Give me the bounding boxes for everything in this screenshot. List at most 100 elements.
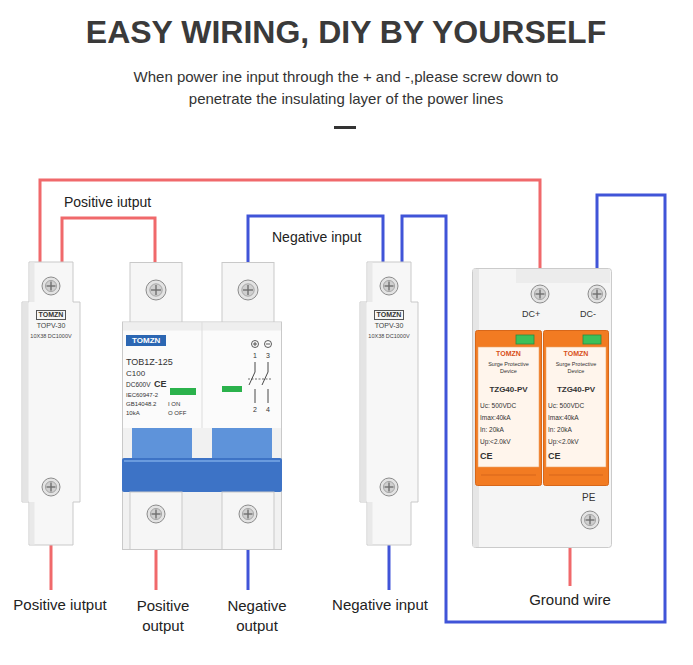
text-slot: EASY WIRING, DIY BY YOURSELF <box>86 14 606 51</box>
screw-slot <box>50 282 51 291</box>
text-slot: Uc: 500VDC <box>548 402 584 409</box>
device-marking: 10X38 DC1000V <box>368 333 409 339</box>
module-groove <box>549 475 603 476</box>
terminal-block <box>130 263 182 327</box>
device-marking: Uc: 500VDC <box>548 402 584 409</box>
terminal-screw <box>147 505 165 523</box>
device-marking: CE <box>154 379 167 389</box>
device-marking: GB14048.2 <box>126 401 156 408</box>
terminal-screw <box>45 481 56 492</box>
switch-link <box>248 379 272 380</box>
terminal-block <box>222 492 274 550</box>
text-slot: Imax:40kA <box>480 414 511 421</box>
terminal-screw <box>146 280 166 300</box>
device-marking: O OFF <box>168 410 186 417</box>
label-area <box>478 347 539 467</box>
screw-slot <box>155 510 156 519</box>
device-marking: 1 <box>253 352 257 360</box>
text-slot: GB14048.2 <box>126 401 156 408</box>
terminal-screw <box>242 284 254 296</box>
text-slot: Surge Protective Device <box>481 361 537 374</box>
text-slot: Negative input <box>270 229 364 245</box>
screw-slot <box>247 510 248 519</box>
text-slot: CE <box>548 451 561 461</box>
text-slot: Up:<2.0kV <box>548 438 579 445</box>
terminal-label: Negative input <box>332 596 428 613</box>
terminal-screw <box>531 285 549 303</box>
fuse-holder: TOMZN TOPV-30 10X38 DC1000V <box>22 262 80 545</box>
screw-slot <box>155 285 156 295</box>
wire-connector <box>40 180 540 268</box>
text-slot: 1 <box>253 352 257 360</box>
text-slot: TOMZN <box>496 350 521 358</box>
terminal-screw <box>591 288 602 299</box>
polarity-symbol <box>255 342 256 346</box>
switch-symbol <box>268 362 269 372</box>
device-marking: DC600V <box>126 381 151 388</box>
text-slot: Up:<2.0kV <box>480 438 511 445</box>
text-slot: 10X38 DC1000V <box>30 333 71 339</box>
text-slot: Positive iutput <box>62 194 153 210</box>
wire-lead <box>247 550 250 590</box>
text-slot: TOMZN <box>36 310 67 320</box>
text-slot: Negative output <box>215 596 299 636</box>
device-marking: Imax:40kA <box>548 414 579 421</box>
text-slot: CE <box>154 379 167 389</box>
device-marking: Uc: 500VDC <box>480 402 516 409</box>
device-marking: TOPV-30 <box>375 322 404 330</box>
housing-shade <box>361 302 367 502</box>
device-marking: CE <box>480 451 493 461</box>
text-slot: Ground wire <box>529 591 611 608</box>
device-marking: TOMZN <box>496 350 521 358</box>
terminal-screw <box>45 280 56 291</box>
device-marking: TZG40-PV <box>489 385 527 394</box>
device-marking: C100 <box>126 369 145 378</box>
text-slot: 10X38 DC1000V <box>368 333 409 339</box>
terminal-screw <box>380 277 398 295</box>
text-slot: C100 <box>126 369 145 378</box>
screw-slot <box>50 483 51 492</box>
lower-body <box>123 428 281 549</box>
spd-module: TOMZN Surge Protective DeviceTZG40-PV Uc: … <box>475 330 542 486</box>
screw-slot <box>596 290 597 299</box>
device-marking: TOMZN <box>564 350 589 358</box>
text-slot: TZG40-PV <box>557 385 595 394</box>
terminal-step <box>516 269 610 283</box>
screw-slot <box>539 290 540 299</box>
text-slot: TOPV-30 <box>375 322 404 330</box>
screw-slot <box>589 516 590 525</box>
terminal-screw <box>380 478 398 496</box>
device-marking: Up:<2.0kV <box>548 438 579 445</box>
text-slot: In: 20kA <box>548 426 572 433</box>
status-window <box>222 386 242 392</box>
terminal-screw <box>242 508 253 519</box>
text-slot: DC- <box>580 309 596 319</box>
wire-label: Negative input <box>270 229 364 245</box>
device-marking: In: 20kA <box>548 426 572 433</box>
terminal-label: Ground wire <box>529 591 611 608</box>
module-body <box>476 331 542 486</box>
screw-slot <box>388 483 389 492</box>
device-marking: IEC60947-2 <box>126 392 158 399</box>
terminal-screw <box>42 277 60 295</box>
device-marking: Imax:40kA <box>480 414 511 421</box>
text-slot: TZG40-PV <box>489 385 527 394</box>
housing-shade <box>368 263 373 303</box>
text-slot: Surge Protective Device <box>548 361 604 374</box>
indicator-window <box>583 335 601 344</box>
terminal-screw <box>150 284 162 296</box>
terminal-block <box>222 263 274 327</box>
device-marking: TOMZN <box>36 310 67 320</box>
screw-slot <box>247 285 248 295</box>
device-marking: 3 <box>266 352 270 360</box>
module-groove <box>481 475 536 476</box>
page-title: EASY WIRING, DIY BY YOURSELF <box>86 14 606 51</box>
text-slot: TOMZN <box>126 335 166 346</box>
text-slot: TOPV-30 <box>37 322 66 330</box>
text-slot: DC600V <box>126 381 151 388</box>
device-marking: TOMZN <box>126 335 166 346</box>
text-slot: O OFF <box>168 410 186 417</box>
text-slot: I ON <box>168 401 180 408</box>
fuse-housing <box>22 262 80 545</box>
device-marking: DC+ <box>522 309 540 319</box>
